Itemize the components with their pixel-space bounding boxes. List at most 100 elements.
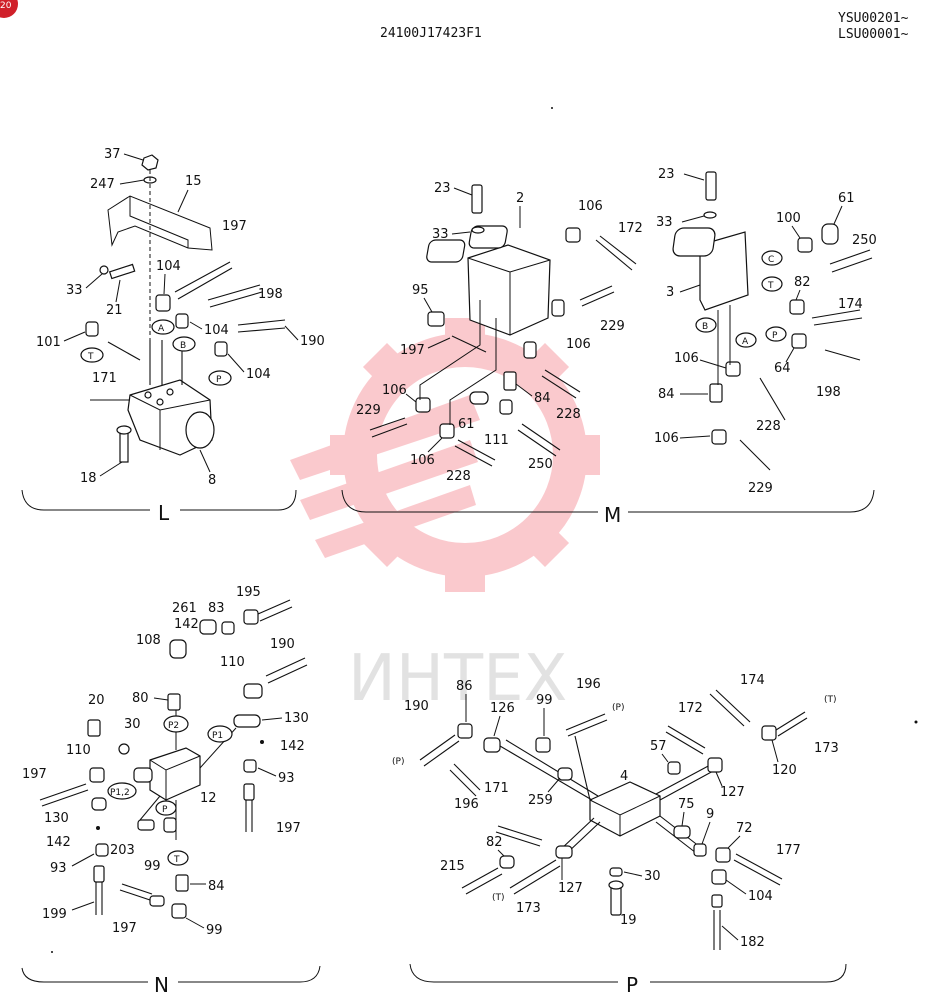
port-t-n: T — [173, 855, 180, 865]
port-t-l: T — [87, 352, 94, 362]
label-190: 190 — [300, 334, 325, 349]
label-99-a: 99 — [144, 859, 161, 874]
label-197: 197 — [222, 219, 247, 234]
port-a-m: A — [742, 337, 749, 347]
label-30-p: 30 — [644, 869, 661, 884]
label-197-n-a: 197 — [22, 767, 47, 782]
bolt-18 — [119, 429, 129, 463]
label-110-a: 110 — [220, 655, 245, 670]
label-9: 9 — [706, 807, 714, 822]
label-104-b: 104 — [204, 323, 229, 338]
section-label-n: N — [154, 973, 169, 997]
fitting-101 — [85, 321, 99, 337]
label-250-b: 250 — [852, 233, 877, 248]
label-190-p: 190 — [404, 699, 429, 714]
label-203: 203 — [110, 843, 135, 858]
valve-2 — [467, 244, 551, 336]
label-126: 126 — [490, 701, 515, 716]
section-label-p: P — [626, 973, 638, 997]
label-104-a: 104 — [156, 259, 181, 274]
label-174: 174 — [838, 297, 863, 312]
label-15: 15 — [185, 174, 202, 189]
bolt-23-a — [471, 184, 483, 214]
label-93-b: 93 — [50, 861, 67, 876]
label-33: 33 — [66, 283, 83, 298]
label-247: 247 — [90, 177, 115, 192]
label-84-b: 84 — [658, 387, 675, 402]
label-106-b: 106 — [566, 337, 591, 352]
label-199: 199 — [42, 907, 67, 922]
label-86: 86 — [456, 679, 473, 694]
label-61-b: 61 — [838, 191, 855, 206]
label-215: 215 — [440, 859, 465, 874]
label-196-a: 196 — [576, 677, 601, 692]
label-106-a: 106 — [578, 199, 603, 214]
label-30: 30 — [124, 717, 141, 732]
washer-33 — [99, 265, 109, 275]
section-p: (P) (P) (T) (T) 86 99 196 190 126 196 25… — [392, 673, 847, 997]
watermark-logo — [290, 318, 600, 592]
label-229-a: 229 — [600, 319, 625, 334]
fitting-104-b — [175, 313, 189, 329]
label-82: 82 — [794, 275, 811, 290]
label-171: 171 — [92, 371, 117, 386]
label-2: 2 — [516, 191, 524, 206]
label-106-c: 106 — [382, 383, 407, 398]
label-104-c: 104 — [246, 367, 271, 382]
label-198: 198 — [258, 287, 283, 302]
port-p-p-b: (P) — [612, 703, 624, 713]
label-23-b: 23 — [658, 167, 675, 182]
label-21: 21 — [106, 303, 123, 318]
label-142-c: 142 — [46, 835, 71, 850]
port-p-l: P — [216, 375, 222, 385]
label-174-p: 174 — [740, 673, 765, 688]
nut-37 — [141, 154, 159, 171]
port-p1-n: P1 — [212, 731, 223, 741]
label-229-b: 229 — [356, 403, 381, 418]
label-120: 120 — [772, 763, 797, 778]
label-127-b: 127 — [558, 881, 583, 896]
label-106-f: 106 — [654, 431, 679, 446]
port-p-p-a: (P) — [392, 757, 404, 767]
port-t-p-a: (T) — [824, 695, 837, 705]
label-106-d: 106 — [410, 453, 435, 468]
label-83: 83 — [208, 601, 225, 616]
port-t-m: T — [767, 281, 774, 291]
label-104-p: 104 — [748, 889, 773, 904]
label-228-c: 228 — [756, 419, 781, 434]
label-110-b: 110 — [66, 743, 91, 758]
port-t-p-b: (T) — [492, 893, 505, 903]
fitting-104-a — [155, 294, 171, 312]
label-80: 80 — [132, 691, 149, 706]
label-250-a: 250 — [528, 457, 553, 472]
label-57: 57 — [650, 739, 667, 754]
label-72: 72 — [736, 821, 753, 836]
label-229-c: 229 — [748, 481, 773, 496]
label-18: 18 — [80, 471, 97, 486]
label-142-b: 142 — [280, 739, 305, 754]
manifold-12 — [149, 747, 201, 801]
label-197-n-b: 197 — [276, 821, 301, 836]
port-b-l: B — [180, 341, 186, 351]
label-190-n: 190 — [270, 637, 295, 652]
label-197-n-c: 197 — [112, 921, 137, 936]
fitting-108 — [169, 639, 187, 659]
port-c-m: C — [768, 255, 774, 265]
section-label-m: M — [604, 503, 621, 527]
label-130-b: 130 — [44, 811, 69, 826]
corner-badge-text: 20 — [0, 1, 12, 11]
label-61-a: 61 — [458, 417, 475, 432]
label-198-m: 198 — [816, 385, 841, 400]
port-p-n: P — [162, 805, 168, 815]
label-95: 95 — [412, 283, 429, 298]
label-100: 100 — [776, 211, 801, 226]
label-172-p: 172 — [678, 701, 703, 716]
label-173-b: 173 — [516, 901, 541, 916]
label-261: 261 — [172, 601, 197, 616]
label-93-a: 93 — [278, 771, 295, 786]
port-b-m: B — [702, 322, 708, 332]
section-l: A B T P 37 247 15 197 33 21 104 198 101 … — [21, 147, 325, 525]
label-84-a: 84 — [534, 391, 551, 406]
watermark-text: ИНТЕХ — [348, 642, 567, 716]
